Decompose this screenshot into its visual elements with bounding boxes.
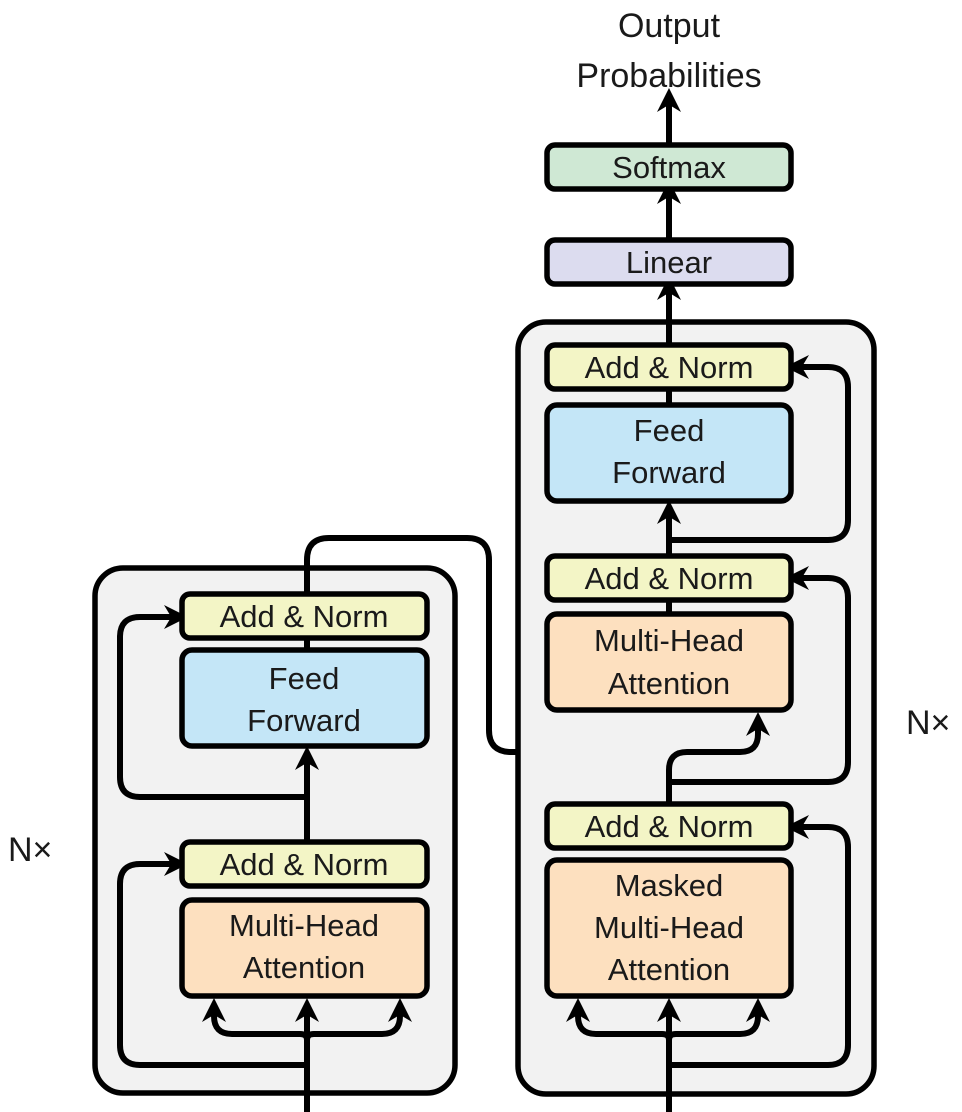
decoder-wires [566,88,851,1112]
decoder-feed-forward-block [544,402,794,504]
softmax-block [544,142,794,192]
softmax-label: Softmax [612,150,726,185]
encoder-feed-forward-label-2: Forward [247,703,361,738]
decoder-add-norm-bottom-label: Add & Norm [585,809,754,844]
decoder-masked-attention-label-3: Attention [608,952,730,987]
decoder-cross-attention-label-2: Attention [608,666,730,701]
decoder-cross-attention-block [544,611,794,713]
encoder-repeat-label: N× [8,831,52,869]
encoder-add-norm-top [179,591,430,641]
encoder-add-norm-top-label: Add & Norm [220,599,389,634]
encoder-feed-forward-label-1: Feed [269,661,340,696]
encoder-attention-label-1: Multi-Head [229,908,379,943]
encoder-add-norm-bottom [179,839,430,889]
decoder-masked-attention-label-1: Masked [615,868,724,903]
decoder-repeat-label: N× [906,704,950,742]
encoder-attention-block [179,897,430,999]
decoder-feed-forward-label-1: Feed [634,413,705,448]
output-label-2: Probabilities [576,57,761,95]
encoder-add-norm-bottom-label: Add & Norm [220,847,389,882]
decoder-masked-attention-block [544,857,794,999]
decoder-add-norm-top-label: Add & Norm [585,350,754,385]
linear-label: Linear [626,245,712,280]
decoder-masked-attention-label-2: Multi-Head [594,910,744,945]
encoder-attention-label-2: Attention [243,950,365,985]
decoder-add-norm-bottom [544,801,794,851]
output-label-1: Output [618,7,721,45]
decoder-feed-forward-label-2: Forward [612,455,726,490]
decoder-cross-attention-label-1: Multi-Head [594,623,744,658]
decoder-add-norm-mid-label: Add & Norm [585,561,754,596]
decoder-add-norm-mid [544,553,794,603]
decoder-add-norm-top [544,342,794,392]
linear-block [544,237,794,287]
encoder-feed-forward-block [179,647,430,749]
